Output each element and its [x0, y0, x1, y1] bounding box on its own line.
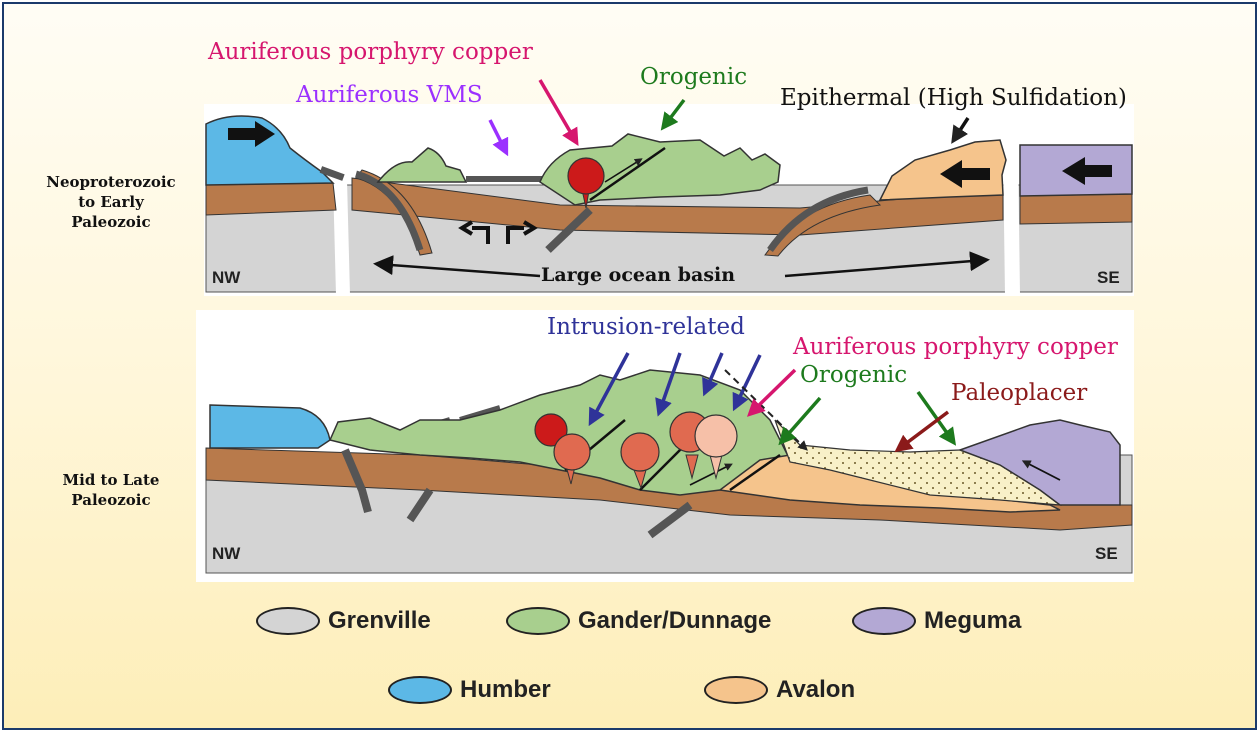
legend-label: Avalon — [776, 676, 855, 704]
legend-swatch-avalon — [704, 676, 768, 704]
bottom-porphyry-arrow — [752, 370, 795, 412]
legend-label: Meguma — [924, 607, 1021, 635]
bottom-pluton-3 — [621, 433, 659, 471]
top-right-gap — [1003, 150, 1020, 295]
top-left-crust — [206, 183, 336, 215]
top-orogenic-arrow — [665, 100, 684, 125]
legend-item-gander-dunnage: Gander/Dunnage — [506, 607, 771, 635]
bottom-pluton-5 — [695, 415, 737, 457]
top-period-label: Neoproterozoic to Early Paleozoic — [20, 172, 202, 232]
top-porphyry-pluton — [568, 158, 604, 194]
top-epithermal-arrow — [955, 118, 968, 138]
bottom-paleoplacer-arrow — [900, 412, 948, 448]
top-epithermal-annotation: Epithermal (High Sulfidation) — [780, 85, 1127, 111]
top-nw-label: NW — [212, 268, 240, 288]
legend-swatch-meguma — [852, 607, 916, 635]
legend-swatch-gander-dunnage — [506, 607, 570, 635]
legend-item-humber: Humber — [388, 676, 551, 704]
legend-item-meguma: Meguma — [852, 607, 1021, 635]
bottom-period-label: Mid to Late Paleozoic — [20, 470, 202, 510]
top-basin-label: Large ocean basin — [541, 264, 735, 286]
bottom-orogenic-arrow-1 — [783, 398, 820, 440]
bottom-orogenic-annotation: Orogenic — [800, 362, 907, 388]
bottom-se-label: SE — [1095, 544, 1118, 564]
top-humber-block — [206, 116, 333, 185]
top-porphyry-arrow — [540, 80, 575, 140]
legend-label: Humber — [460, 676, 551, 704]
top-vms-arrow — [490, 120, 505, 150]
bottom-pluton-2 — [554, 434, 590, 470]
top-se-label: SE — [1097, 268, 1120, 288]
top-vms-annotation: Auriferous VMS — [296, 82, 483, 108]
legend-label: Gander/Dunnage — [578, 607, 771, 635]
legend-label: Grenville — [328, 607, 431, 635]
bottom-nw-label: NW — [212, 544, 240, 564]
legend-item-avalon: Avalon — [704, 676, 855, 704]
legend-swatch-grenville — [256, 607, 320, 635]
bottom-intrusion-annotation: Intrusion-related — [547, 314, 745, 340]
top-vms-basin-lid — [466, 176, 542, 182]
bottom-humber-block — [210, 405, 330, 448]
legend-swatch-humber — [388, 676, 452, 704]
legend-item-grenville: Grenville — [256, 607, 431, 635]
top-meguma-crust — [1020, 194, 1132, 224]
bottom-paleoplacer-annotation: Paleoplacer — [951, 380, 1087, 406]
bottom-porphyry-annotation: Auriferous porphyry copper — [793, 334, 1118, 360]
top-porphyry-annotation: Auriferous porphyry copper — [208, 39, 533, 65]
top-gander-left-island — [378, 148, 466, 182]
top-cross-section — [206, 80, 1132, 295]
top-orogenic-annotation: Orogenic — [640, 64, 747, 90]
